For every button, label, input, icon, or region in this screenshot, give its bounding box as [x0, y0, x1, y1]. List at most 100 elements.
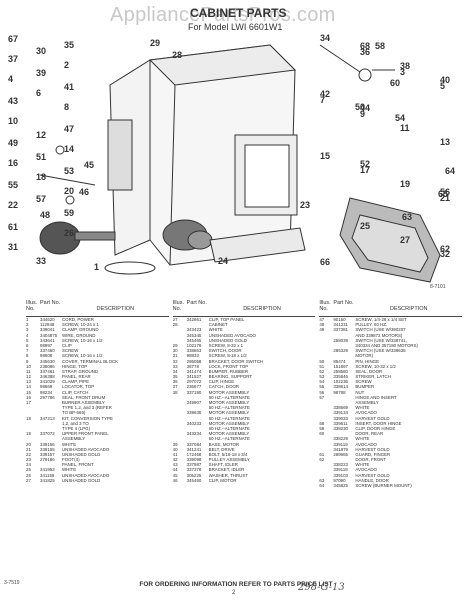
part-no-cell: 102236: [333, 379, 348, 385]
part-no-cell: 279186: [40, 457, 55, 463]
description-cell: PULLEY ASSEMBLY: [208, 457, 250, 463]
description-cell: SHAFT, IDLER: [208, 462, 238, 468]
callout-label: 15: [320, 151, 330, 161]
illus-no-cell: 47: [319, 317, 325, 322]
description-cell: STRAP, GROUND: [62, 368, 99, 374]
callout-label: 53: [64, 166, 74, 176]
description-cell: SCREW, 1/4-28 x 1/4 SET: [355, 317, 407, 322]
description-cell: 60 HZ.--ALTERNATE: [208, 405, 250, 411]
description-cell: COVER, TERMINAL BLOCK: [62, 358, 119, 364]
part-no-cell: 85474: [333, 358, 346, 364]
callout-label: 22: [8, 200, 18, 210]
illus-no-cell: 22: [26, 451, 31, 457]
part-no-cell: 337378: [186, 467, 202, 473]
callout-label: 7: [320, 95, 325, 105]
description-cell: CLIP: [62, 342, 72, 348]
callout-label: 2: [64, 60, 69, 70]
header-description: DESCRIPTION: [243, 306, 281, 312]
description-cell: SEAL, FRONT DRUM: [62, 394, 106, 400]
part-no-cell: 344620: [40, 317, 55, 322]
part-no-cell: 345460: [186, 477, 202, 483]
callout-label: 58: [375, 41, 385, 51]
table-row: AND 339872 MOTORS): [319, 333, 462, 338]
description-cell: BURNER ASSEMBLY: [62, 400, 105, 405]
description-cell: KIT, CONVERSION TYPE: [62, 415, 113, 421]
callout-label: 49: [8, 138, 18, 148]
part-no-cell: 339033: [333, 415, 348, 421]
illus-no-cell: 6: [26, 342, 29, 348]
callout-label: 43: [8, 96, 18, 106]
description-cell: CLAMP, GROUND: [62, 327, 99, 333]
header-description: DESCRIPTION: [96, 306, 135, 312]
illus-no-cell: 29: [172, 342, 178, 348]
description-cell: HARVEST GOLD: [355, 472, 390, 478]
description-cell: CLIP, TOP PANEL: [208, 317, 245, 322]
document-code: 3-7519: [4, 580, 20, 586]
illus-no-cell: 32: [172, 358, 178, 364]
description-cell: CORD, POWER: [62, 317, 94, 322]
part-no-cell: 38778: [186, 363, 199, 369]
callout-label: 30: [36, 46, 46, 56]
part-no-cell: 346388: [40, 374, 55, 380]
description-cell: HARVEST GOLD: [355, 446, 390, 452]
part-no-cell: 98788: [333, 389, 346, 395]
illus-no-cell: 39: [172, 441, 178, 447]
part-no-cell: 297072: [186, 379, 202, 385]
table-row: 60 HZ.--ALTERNATE: [173, 405, 316, 410]
illus-no-cell: 27: [26, 477, 31, 483]
illus-no-cell: 31: [172, 353, 178, 359]
description-cell: 60 HZ.--ALTERNATE: [208, 425, 250, 431]
description-cell: BRACKET, DOOR SWITCH: [208, 358, 264, 364]
part-no-cell: 339118: [333, 467, 348, 473]
header-illus-no: Illus. No.: [26, 300, 38, 312]
callout-label: 42: [320, 89, 330, 99]
description-cell: TO BP-565): [62, 410, 86, 416]
description-cell: 60 HZ.--ALTERNATE: [208, 415, 250, 421]
description-cell: AVOCADO: [355, 410, 377, 416]
description-cell: SCREW, 10-24 x 1: [62, 322, 99, 328]
description-cell: WASHER, THRUST: [208, 472, 248, 478]
description-cell: BELT, DRIVE: [208, 446, 235, 452]
illus-no-cell: 1: [26, 317, 29, 322]
part-no-cell: 338229: [333, 436, 348, 442]
part-no-cell: 297786: [40, 394, 55, 400]
part-no-cell: 102179: [186, 342, 202, 348]
part-no-cell: 347213: [40, 415, 55, 421]
illus-no-cell: 49: [319, 327, 325, 333]
callout-label: 27: [400, 235, 410, 245]
callout-label: 13: [440, 137, 450, 147]
illus-no-cell: 54: [319, 379, 325, 385]
description-cell: WHITE: [355, 436, 370, 442]
part-no-cell: 341159: [40, 472, 55, 478]
callout-label: 10: [8, 116, 18, 126]
illus-no-cell: 50: [319, 358, 325, 364]
description-cell: 340334 AND 357180 MOTORS): [355, 342, 418, 348]
part-no-cell: 337084: [186, 441, 202, 447]
callout-label: 59: [64, 208, 74, 218]
part-no-cell: 345465: [186, 337, 202, 343]
part-no-cell: 97090: [333, 477, 346, 483]
description-cell: SCREW, 8-32 x 1: [208, 342, 244, 348]
part-no-cell: 338223: [333, 462, 348, 468]
description-cell: 1,2, and 3 TO: [62, 420, 89, 426]
description-cell: SCREW, 8-18 x 1/2: [208, 353, 247, 359]
